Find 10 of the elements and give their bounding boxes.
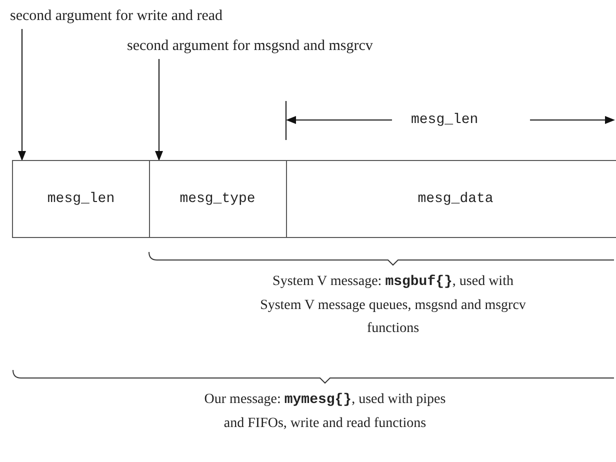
- annotation-text: second argument for write and read: [10, 8, 223, 25]
- arrow: [155, 58, 163, 161]
- field-cell: mesg_data: [286, 160, 616, 238]
- caption-text: System V message: msgbuf{}, used with System V message queues, msgsnd and msgrcv functions: [259, 273, 527, 338]
- field-cell: mesg_len: [12, 160, 150, 238]
- field-cell: mesg_type: [149, 160, 287, 238]
- caption-text: Our message: mymesg{}, used with pipes and FIFOs, write and read functions: [203, 391, 447, 433]
- arrow: [18, 28, 26, 161]
- dimension-label: mesg_len: [411, 112, 478, 129]
- annotation-text: second argument for msgsnd and msgrcv: [127, 38, 373, 55]
